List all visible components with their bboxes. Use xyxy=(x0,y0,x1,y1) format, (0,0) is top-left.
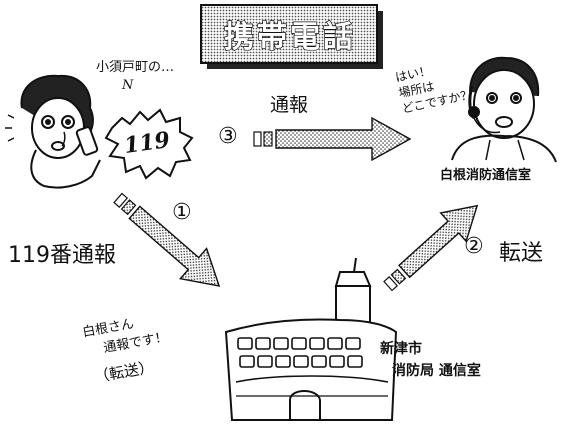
diagram-title: 携帯電話 xyxy=(223,19,356,55)
niitsu-center-label: 新津市 消防局 通信室 xyxy=(380,338,481,382)
dispatcher-illustration xyxy=(451,56,557,163)
step3-label: 通報 xyxy=(270,94,309,116)
caller-sound: N xyxy=(122,78,134,93)
arrow-step1 xyxy=(113,192,221,287)
step3-number: ③ xyxy=(218,124,238,149)
niitsu-center-line2: 消防局 通信室 xyxy=(392,363,481,379)
step1-number: ① xyxy=(172,200,192,225)
title-frame xyxy=(200,4,383,69)
step1-label: 119番通報 xyxy=(8,243,116,268)
shirone-center-label: 白根消防通信室 xyxy=(440,168,532,183)
step2-number: ② xyxy=(464,234,484,259)
caller-illustration xyxy=(5,74,101,189)
arrow-step3 xyxy=(253,116,412,162)
caller-murmur: 小須戸町の… xyxy=(96,60,175,75)
arrow-step2 xyxy=(383,204,479,292)
office-building-illustration xyxy=(224,257,398,421)
niitsu-center-line1: 新津市 xyxy=(380,341,422,357)
step2-label: 転送 xyxy=(499,241,544,266)
emergency-burst xyxy=(104,108,194,180)
